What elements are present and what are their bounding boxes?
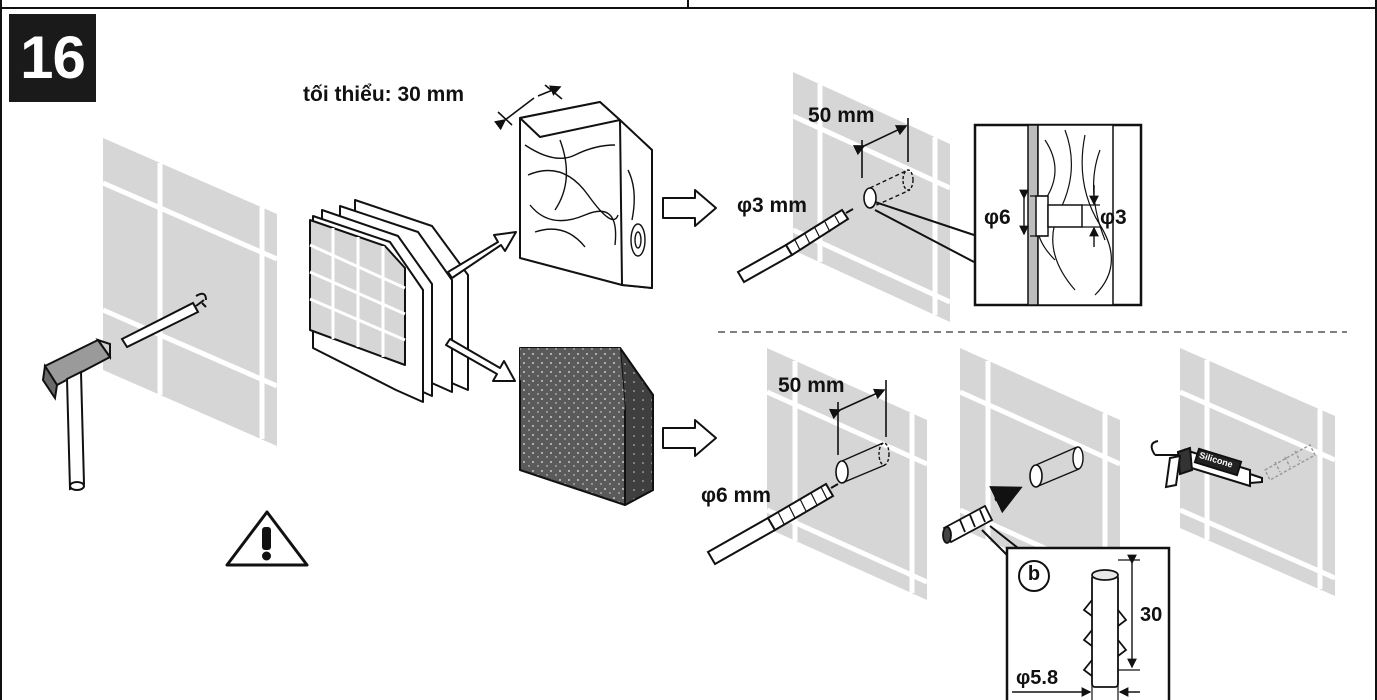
leader-line-plug [981, 525, 1019, 557]
warning-icon [225, 510, 309, 567]
depth-dimension-wood [852, 118, 909, 178]
hole-diameter-label: φ6 [984, 206, 1011, 229]
nail-icon [120, 292, 207, 349]
depth-label-wood: 50 mm [808, 104, 875, 127]
wall-silicone [1178, 348, 1337, 596]
depth-label-concrete: 50 mm [778, 374, 845, 397]
next-step-arrow-wood [662, 189, 717, 227]
test-wall-left [101, 138, 279, 446]
plug-diameter-label: φ5.8 [1016, 667, 1059, 689]
leader-line-detail [874, 201, 975, 263]
wall-plug-icon [942, 504, 994, 544]
wall-concrete-drill [765, 348, 929, 600]
drill-bit-3mm [736, 208, 854, 284]
hole-detail-inset [973, 123, 1143, 307]
drill-size-label-concrete: φ6 mm [701, 484, 771, 507]
min-thickness-label: tối thiểu: 30 mm [303, 83, 465, 106]
hammer-icon [41, 338, 112, 491]
next-step-arrow-concrete [662, 419, 717, 457]
pilot-diameter-label: φ3 [1100, 206, 1127, 229]
drill-bit-6mm [706, 482, 839, 566]
branch-arrow-concrete [445, 338, 516, 382]
depth-dimension-concrete [828, 380, 887, 455]
plug-length-label: 30 [1140, 604, 1163, 626]
plug-marker-label: b [1027, 563, 1041, 585]
min-thickness-dimension [493, 84, 563, 131]
concrete-block [519, 347, 654, 506]
wood-block [519, 101, 653, 289]
wall-section [309, 199, 469, 403]
step-number: 16 [9, 14, 96, 102]
branch-arrow-wood [447, 231, 517, 279]
drill-size-label-wood: φ3 mm [737, 194, 807, 217]
silicone-gun-icon [1150, 440, 1263, 489]
plug-detail-inset [1005, 546, 1171, 700]
